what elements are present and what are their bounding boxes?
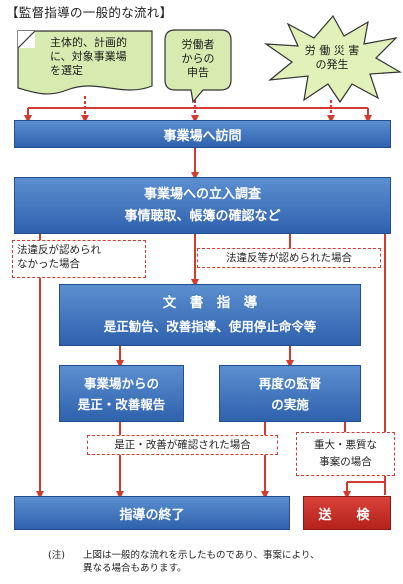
no-violation-note: 法違反が認められ なかった場合: [12, 240, 146, 278]
complaint-bubble: [164, 29, 232, 104]
inspection-subtitle: 事情聴取、帳簿の確認など: [124, 208, 281, 224]
guidance-box: 文 書 指 導 是正勧告、改善指導、使用停止命令等: [59, 284, 361, 346]
visit-label: 事業場へ訪問: [163, 128, 242, 144]
complaint-text: 労働者 からの 申告: [181, 38, 215, 79]
reinspection-line-1: 再度の監督: [258, 375, 322, 391]
report-line-1: 事業場からの: [83, 375, 159, 391]
end-label: 指導の終了: [119, 507, 185, 523]
guidance-subtitle: 是正勧告、改善指導、使用停止命令等: [103, 319, 317, 334]
serious-note: 重大・悪質な 事案の場合: [296, 432, 395, 476]
inspection-box: 事業場への立入調査 事情聴取、帳簿の確認など: [14, 177, 391, 234]
referral-box: 送 検: [303, 496, 391, 530]
reinspection-line-2: の実施: [271, 396, 309, 412]
referral-label: 送 検: [318, 507, 376, 523]
selection-text: 主体的、計画的 に、対象事業場 を選定: [50, 36, 127, 77]
diagram-title: 【監督指導の一般的な流れ】: [6, 5, 173, 20]
inspection-title: 事業場への立入調査: [143, 186, 261, 202]
report-line-2: 是正・改善報告: [77, 396, 166, 412]
guidance-title: 文 書 指 導: [162, 295, 258, 311]
reinspection-box: 再度の監督 の実施: [219, 365, 361, 422]
footnote-text: 上図は一般的な流れを示したものであり、事案により、 異なる場合もあります。: [83, 550, 320, 574]
report-box: 事業場からの 是正・改善報告: [59, 365, 184, 422]
corrected-note: 是正・改善が確認された場合: [87, 435, 278, 455]
end-box: 指導の終了: [14, 496, 290, 530]
accident-text: 労 働 災 害 の発生: [304, 44, 360, 71]
footnote-label: (注): [48, 550, 65, 561]
accident-burst: [264, 14, 402, 104]
violation-note: 法違反等が認められた場合: [197, 248, 381, 268]
visit-box: 事業場へ訪問: [14, 120, 391, 148]
selection-shape: [17, 30, 153, 95]
